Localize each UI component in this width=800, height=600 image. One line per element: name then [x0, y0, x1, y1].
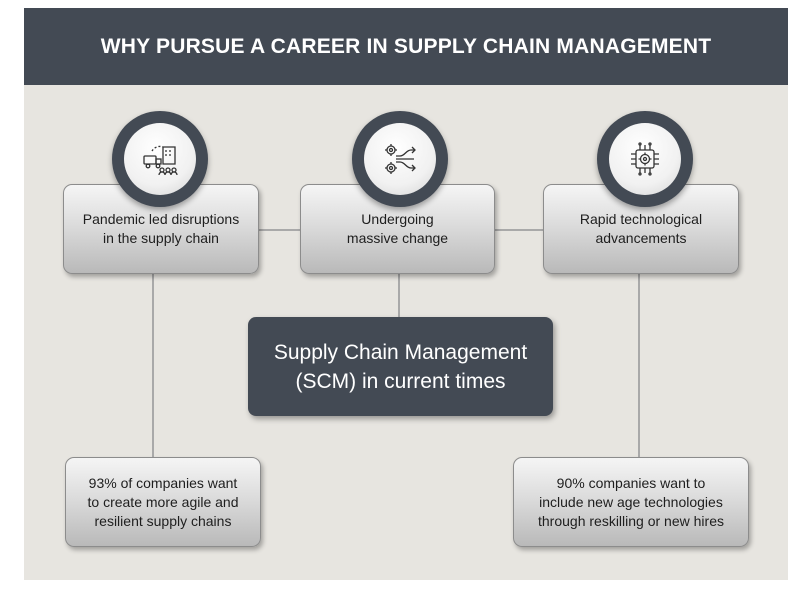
connector-line [398, 273, 400, 318]
connector-line [638, 273, 640, 458]
logistics-icon [143, 145, 178, 176]
title-banner: WHY PURSUE A CAREER IN SUPPLY CHAIN MANA… [24, 8, 788, 85]
new-age-tech-stat-box: 90% companies want to include new age te… [513, 457, 749, 547]
box-label: Undergoing massive change [346, 211, 449, 246]
stat-label: 93% of companies want to create more agi… [87, 474, 239, 529]
box-label: Rapid technological advancements [579, 211, 703, 246]
chip-gear-icon-circle [597, 111, 693, 207]
box-label: Pandemic led disruptions in the supply c… [82, 211, 240, 246]
chip-gear-icon [631, 142, 659, 176]
process-change-icon-circle [352, 111, 448, 207]
connector-line [258, 229, 301, 231]
center-label: Supply Chain Management (SCM) in current… [273, 340, 528, 393]
agile-supply-chain-stat-box: 93% of companies want to create more agi… [65, 457, 261, 547]
process-change-icon [385, 144, 416, 174]
stat-label: 90% companies want to include new age te… [538, 474, 724, 529]
page-title: WHY PURSUE A CAREER IN SUPPLY CHAIN MANA… [100, 34, 712, 58]
logistics-icon-circle [112, 111, 208, 207]
connector-line [152, 273, 154, 458]
scm-center-box: Supply Chain Management (SCM) in current… [248, 317, 553, 416]
connector-line [494, 229, 544, 231]
